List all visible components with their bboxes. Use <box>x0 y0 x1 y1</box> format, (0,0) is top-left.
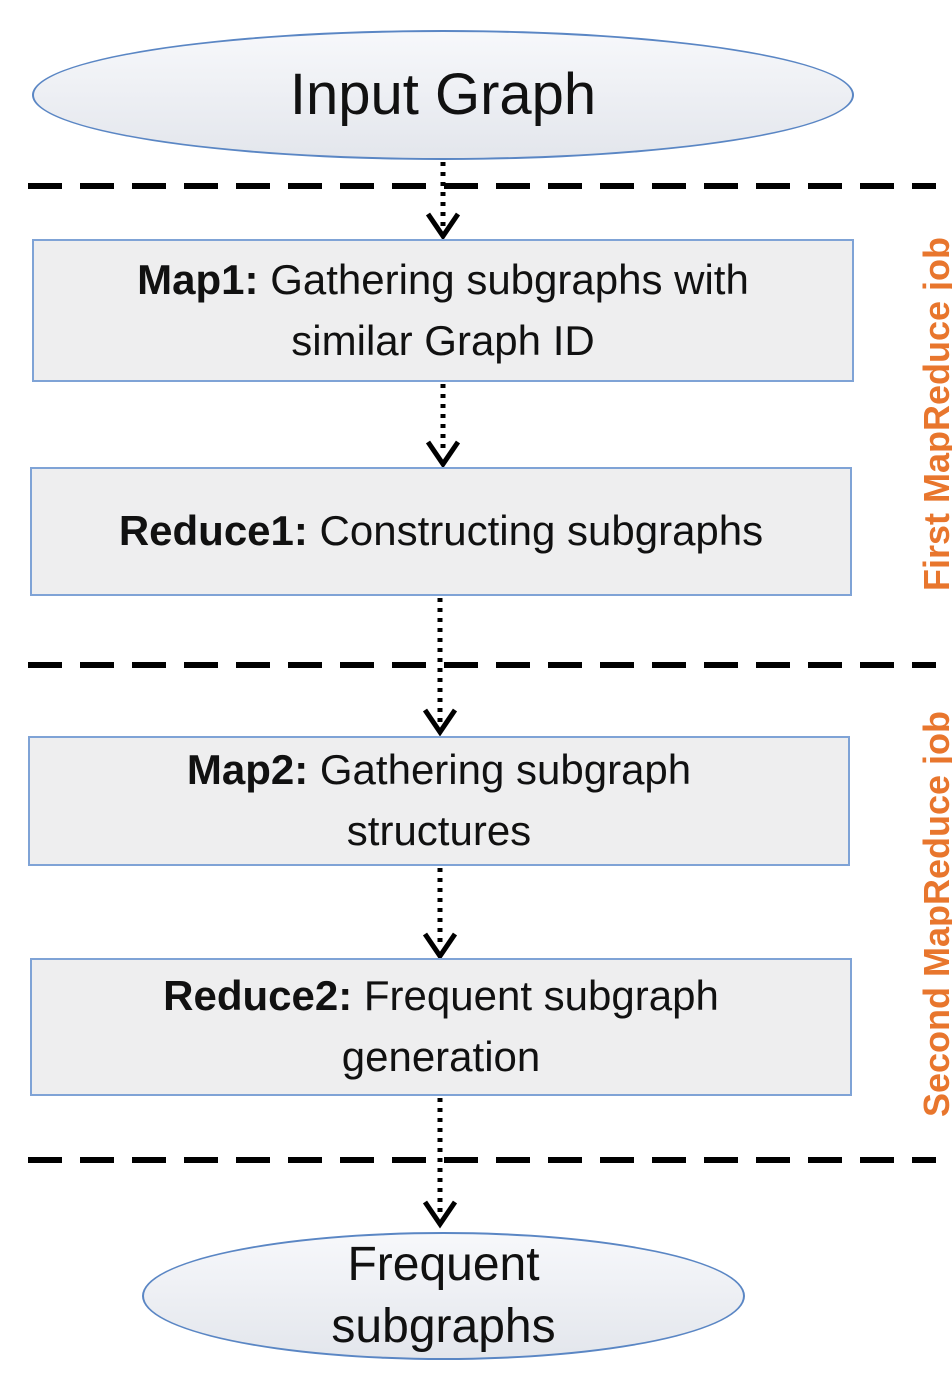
arrow-map1-to-reduce1 <box>425 384 461 469</box>
map2-text: Map2: Gathering subgraph structures <box>159 740 719 862</box>
map1-description: Gathering subgraphs with similar Graph I… <box>258 255 749 364</box>
reduce1-text: Reduce1: Constructing subgraphs <box>119 501 763 562</box>
reduce1-description: Constructing subgraphs <box>307 507 764 555</box>
frequent-subgraphs-node: Frequent subgraphs <box>142 1232 745 1360</box>
reduce2-step: Reduce2: Frequent subgraph generation <box>30 958 852 1096</box>
frequent-subgraphs-label: Frequent subgraphs <box>331 1237 556 1353</box>
map2-title: Map2: <box>186 746 309 794</box>
reduce1-step: Reduce1: Constructing subgraphs <box>30 467 852 596</box>
arrow-reduce1-to-map2 <box>422 598 458 737</box>
map1-text: Map1: Gathering subgraphs with similar G… <box>74 250 812 372</box>
reduce1-title: Reduce1: <box>118 507 308 555</box>
map1-step: Map1: Gathering subgraphs with similar G… <box>32 239 854 382</box>
arrow-input-to-map1 <box>425 162 461 241</box>
input-graph-label: Input Graph <box>289 61 597 127</box>
arrow-map2-to-reduce2 <box>422 868 458 961</box>
map2-description: Gathering subgraph structures <box>308 746 692 854</box>
input-graph-node: Input Graph <box>32 30 854 160</box>
reduce2-description: Frequent subgraph generation <box>341 972 719 1080</box>
reduce2-text: Reduce2: Frequent subgraph generation <box>121 966 761 1088</box>
second-job-label: Second MapReduce job <box>916 710 952 1118</box>
reduce2-title: Reduce2: <box>163 972 353 1020</box>
arrow-reduce2-to-output <box>422 1098 458 1229</box>
map2-step: Map2: Gathering subgraph structures <box>28 736 850 866</box>
map1-title: Map1: <box>137 255 259 303</box>
first-job-label: First MapReduce job <box>916 236 952 592</box>
